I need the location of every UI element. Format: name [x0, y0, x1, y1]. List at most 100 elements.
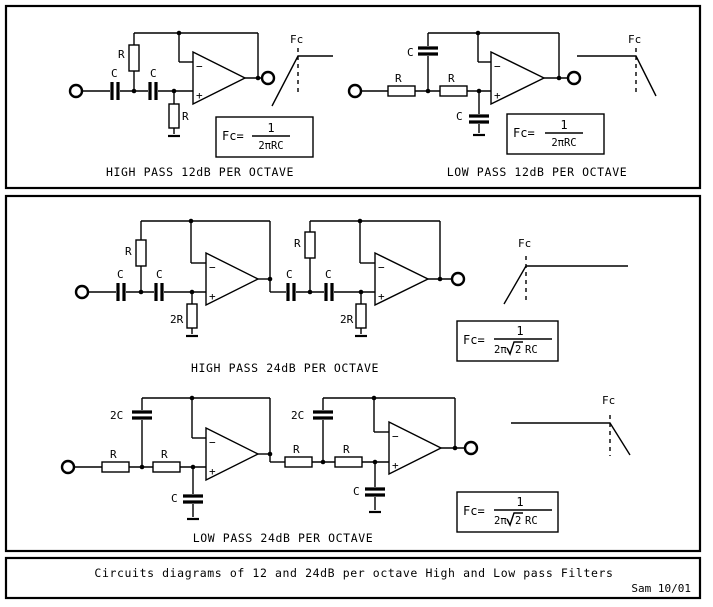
low-pass-response-curve [577, 55, 657, 97]
resistor [284, 456, 313, 468]
footer-credit: Sam 10/01 [631, 582, 691, 595]
op-amp [192, 50, 247, 106]
hp12-caption: HIGH PASS 12dB PER OCTAVE [106, 165, 294, 179]
svg-text:+: + [392, 459, 399, 472]
capacitor-label: C [117, 268, 124, 281]
svg-text:Fc=: Fc= [222, 129, 244, 143]
low-pass-response-curve [511, 422, 631, 456]
output-terminal [260, 70, 276, 86]
svg-text:RC: RC [525, 515, 538, 527]
svg-text:Fc=: Fc= [463, 504, 485, 518]
low-pass-24db-circuit: R R 2C C − + R R [60, 394, 631, 545]
svg-text:2π: 2π [494, 344, 507, 356]
svg-text:−: − [378, 261, 385, 274]
middle-panel-frame [4, 194, 702, 553]
capacitor-label: C [353, 485, 360, 498]
svg-text:−: − [209, 436, 216, 449]
op-amp [205, 251, 260, 307]
resistor-label: R [293, 443, 300, 456]
svg-text:1: 1 [267, 121, 274, 135]
capacitor-label: 2C [291, 409, 304, 422]
resistor [152, 461, 181, 473]
input-terminal [60, 459, 76, 475]
fc-marker-label: Fc [518, 237, 531, 250]
svg-text:2: 2 [515, 344, 521, 356]
resistor-label: R [125, 245, 132, 258]
fc-marker-label: Fc [602, 394, 615, 407]
output-terminal [463, 440, 479, 456]
top-panel-frame [4, 4, 702, 190]
formula-box: Fc= 1 2π 2 RC [456, 320, 559, 362]
resistor-label: 2R [170, 313, 184, 326]
formula-box: Fc= 1 2πRC [215, 116, 314, 158]
svg-text:RC: RC [525, 344, 538, 356]
resistor [387, 85, 416, 97]
capacitor-label: C [456, 110, 463, 123]
capacitor-label: C [286, 268, 293, 281]
resistor-label: 2R [340, 313, 354, 326]
resistor-label: R [395, 72, 402, 85]
footer-frame [4, 556, 702, 600]
svg-text:1: 1 [560, 118, 567, 132]
resistor [304, 231, 316, 259]
svg-text:+: + [209, 290, 216, 303]
resistor [439, 85, 468, 97]
svg-text:+: + [196, 89, 203, 102]
resistor-label: R [343, 443, 350, 456]
resistor-label: R [182, 110, 189, 123]
capacitor-label: C [407, 46, 414, 59]
resistor [128, 44, 140, 72]
svg-text:+: + [494, 89, 501, 102]
op-amp [205, 426, 260, 482]
svg-text:+: + [209, 465, 216, 478]
input-terminal [347, 83, 363, 99]
svg-text:2π: 2π [494, 515, 507, 527]
svg-text:Fc=: Fc= [463, 333, 485, 347]
lp12-caption: LOW PASS 12dB PER OCTAVE [447, 165, 628, 179]
op-amp [388, 420, 443, 476]
input-terminal [74, 284, 90, 300]
high-pass-response-curve [503, 265, 628, 305]
svg-text:−: − [196, 60, 203, 73]
svg-text:1: 1 [516, 324, 523, 338]
fc-marker-label: Fc [628, 33, 641, 46]
svg-text:−: − [494, 60, 501, 73]
capacitor-label: C [156, 268, 163, 281]
capacitor-label: 2C [110, 409, 123, 422]
svg-text:2: 2 [515, 515, 521, 527]
op-amp [490, 50, 546, 106]
svg-text:1: 1 [516, 495, 523, 509]
op-amp [374, 251, 430, 307]
resistor-label: R [118, 48, 125, 61]
svg-text:2πRC: 2πRC [551, 137, 576, 149]
svg-text:Fc=: Fc= [513, 126, 535, 140]
high-pass-12db-circuit: C C R R − + Fc Fc= 1 [68, 30, 333, 179]
high-pass-24db-circuit: C C R 2R − + C C [74, 218, 628, 375]
resistor [334, 456, 363, 468]
high-pass-response-curve [271, 55, 333, 107]
hp24-caption: HIGH PASS 24dB PER OCTAVE [191, 361, 379, 375]
capacitor-label: C [111, 67, 118, 80]
resistor-label: R [448, 72, 455, 85]
resistor-label: R [161, 448, 168, 461]
capacitor-label: C [325, 268, 332, 281]
input-terminal [68, 83, 84, 99]
capacitor-label: C [171, 492, 178, 505]
resistor-label: R [294, 237, 301, 250]
svg-text:−: − [209, 261, 216, 274]
svg-text:2πRC: 2πRC [258, 140, 283, 152]
fc-marker-label: Fc [290, 33, 303, 46]
resistor [186, 303, 198, 329]
resistor [355, 303, 367, 329]
low-pass-12db-circuit: R R C C − + Fc Fc= [347, 30, 657, 179]
output-terminal [450, 271, 466, 287]
resistor [168, 103, 180, 129]
output-terminal [566, 70, 582, 86]
svg-text:+: + [378, 290, 385, 303]
svg-text:−: − [392, 430, 399, 443]
formula-box: Fc= 1 2π 2 RC [456, 491, 559, 533]
resistor [135, 239, 147, 267]
capacitor-label: C [150, 67, 157, 80]
footer-title: Circuits diagrams of 12 and 24dB per oct… [94, 566, 613, 580]
